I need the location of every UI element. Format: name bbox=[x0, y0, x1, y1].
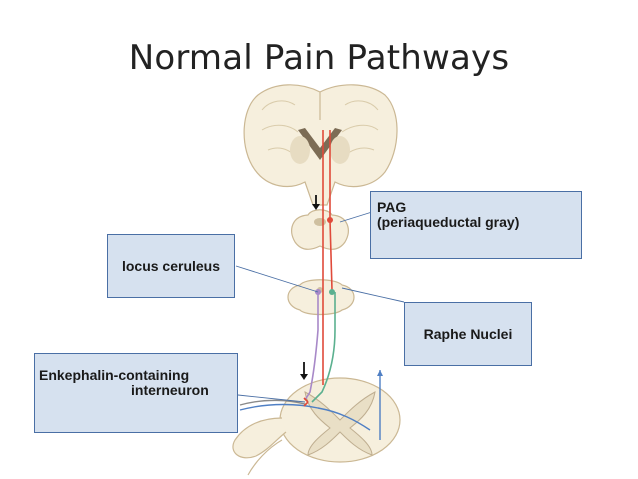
enkephalin-label-line2: interneuron bbox=[131, 382, 209, 398]
raphe-leader-line bbox=[341, 287, 405, 303]
flow-arrows bbox=[300, 195, 320, 380]
spinal-cord-section bbox=[232, 377, 401, 476]
callout-leaders bbox=[235, 211, 405, 403]
locus-leader-line bbox=[235, 265, 319, 293]
midbrain-section bbox=[291, 209, 349, 250]
raphe-nuclei-callout: Raphe Nuclei bbox=[404, 302, 532, 366]
pag-sublabel: (periaqueductal gray) bbox=[377, 214, 520, 230]
pag-callout: PAG (periaqueductal gray) bbox=[370, 191, 582, 259]
locus-ceruleus-callout: locus ceruleus bbox=[107, 234, 235, 298]
medulla-section bbox=[287, 279, 355, 316]
pag-label: PAG bbox=[377, 199, 407, 215]
pag-leader-line bbox=[339, 211, 373, 223]
enkephalin-leader-line bbox=[237, 394, 306, 403]
enkephalin-label-line1: Enkephalin-containing bbox=[39, 367, 190, 383]
descending-pathways bbox=[239, 130, 383, 440]
raphe-nuclei-label: Raphe Nuclei bbox=[423, 326, 513, 342]
brain-section bbox=[243, 84, 398, 206]
locus-ceruleus-label: locus ceruleus bbox=[121, 258, 221, 274]
slide-title: Normal Pain Pathways bbox=[128, 38, 510, 78]
enkephalin-interneuron-callout: Enkephalin-containing interneuron bbox=[34, 353, 238, 433]
